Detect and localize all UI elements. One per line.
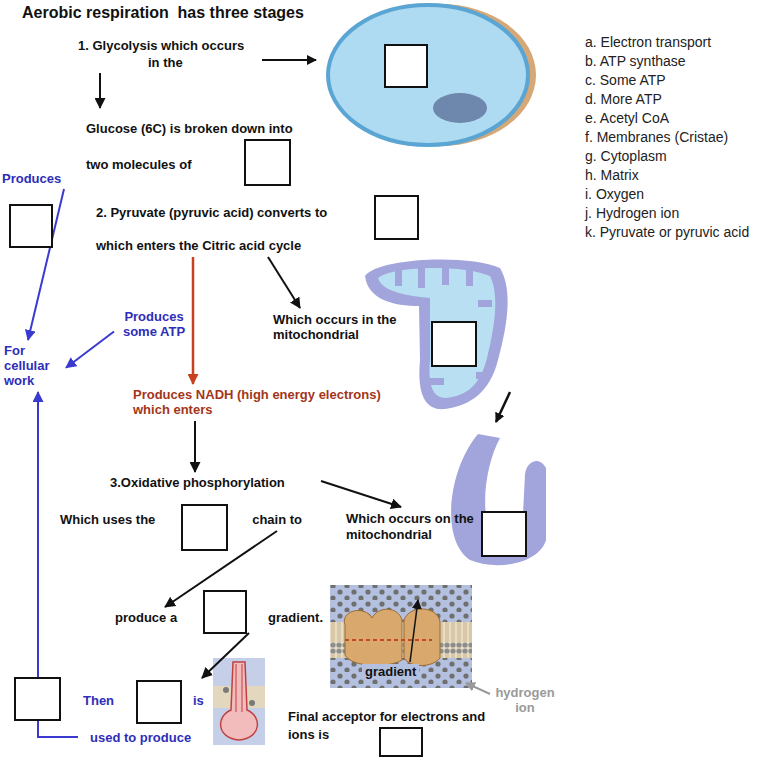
text-node: produce a gradient. bbox=[115, 610, 323, 626]
node-text: Which occurs on the mitochondrial bbox=[346, 511, 486, 543]
pointer-arrow bbox=[262, 59, 316, 61]
answer-box bbox=[245, 140, 290, 185]
part-label: gradient bbox=[362, 664, 419, 679]
atp-synthase-drawing bbox=[213, 658, 265, 745]
node-text: Which occurs in the mitochondrial bbox=[273, 312, 418, 342]
answer-box bbox=[380, 728, 422, 756]
node-text: produce a bbox=[115, 610, 177, 626]
part-label: hydrogen ion bbox=[488, 685, 562, 715]
text-node: Produces NADH (high energy electrons) wh… bbox=[133, 387, 418, 417]
text-node: Which uses the chain to bbox=[60, 512, 302, 528]
gradient-drawing bbox=[330, 585, 472, 688]
text-node: Produces bbox=[2, 171, 74, 187]
node-text: 2. Pyruvate (pyruvic acid) converts to bbox=[96, 205, 372, 221]
node-text: Which uses the bbox=[60, 512, 155, 528]
answer-option: c. Some ATP bbox=[585, 72, 666, 88]
mitochondrion-drawing bbox=[365, 260, 508, 410]
text-node: 2. Pyruvate (pyruvic acid) converts to wh… bbox=[96, 205, 372, 254]
node-text: is bbox=[193, 693, 204, 709]
node-text: Produces bbox=[2, 171, 74, 187]
node-text: chain to bbox=[252, 512, 302, 528]
answer-option: e. Acetyl CoA bbox=[585, 110, 669, 126]
node-text: which enters the Citric acid cycle bbox=[96, 238, 372, 254]
node-text: Final acceptor for electrons and ions is bbox=[288, 708, 488, 744]
node-text: used to produce bbox=[90, 730, 191, 746]
text-node: Which occurs in the mitochondrial bbox=[273, 312, 418, 342]
answer-box bbox=[10, 205, 52, 247]
text-node: Produces some ATP bbox=[116, 309, 192, 339]
node-text: Then bbox=[83, 693, 114, 709]
cell-drawing bbox=[328, 4, 536, 146]
text-node: 1. Glycolysis which occurs in the bbox=[78, 37, 248, 71]
node-text: Produces some ATP bbox=[116, 309, 192, 339]
answer-box bbox=[204, 591, 246, 633]
text-node: For cellular work bbox=[4, 343, 64, 388]
answer-box bbox=[482, 512, 526, 556]
answer-option: a. Electron transport bbox=[585, 34, 711, 50]
node-text: 1. Glycolysis which occurs in the bbox=[148, 37, 248, 71]
flow-arrow bbox=[268, 257, 300, 308]
flow-arrow bbox=[66, 332, 114, 368]
answer-box bbox=[432, 322, 476, 366]
pointer-arrow bbox=[466, 683, 490, 694]
answer-option: j. Hydrogen ion bbox=[585, 205, 679, 221]
answer-option: f. Membranes (Cristae) bbox=[585, 129, 728, 145]
flow-arrow bbox=[194, 421, 196, 472]
node-text: Produces NADH (high energy electrons) wh… bbox=[133, 387, 418, 417]
answer-option: b. ATP synthase bbox=[585, 53, 686, 69]
flow-arrow bbox=[321, 481, 401, 507]
text-node: Final acceptor for electrons and ions is bbox=[288, 708, 488, 744]
title: Aerobic respiration has three stages bbox=[22, 4, 304, 22]
answer-option: g. Cytoplasm bbox=[585, 148, 667, 164]
text-node: Then is used to produce bbox=[80, 680, 210, 748]
answer-option: d. More ATP bbox=[585, 91, 662, 107]
answer-box bbox=[375, 196, 418, 239]
answer-box bbox=[182, 505, 227, 550]
cristae-drawing bbox=[451, 434, 546, 565]
answer-box bbox=[137, 681, 181, 723]
node-text: For cellular work bbox=[4, 343, 64, 388]
answer-option: k. Pyruvate or pyruvic acid bbox=[585, 224, 749, 240]
node-text: gradient. bbox=[268, 610, 323, 626]
flow-arrow bbox=[202, 633, 249, 678]
answer-option: i. Oxygen bbox=[585, 186, 644, 202]
flow-arrow bbox=[192, 257, 195, 384]
node-text: Glucose (6C) is broken down into two mol… bbox=[86, 111, 298, 183]
answer-box bbox=[385, 45, 427, 87]
answer-box bbox=[15, 678, 60, 720]
node-text: 3.Oxidative phosphorylation bbox=[110, 475, 315, 491]
flow-arrow bbox=[99, 73, 101, 108]
answer-option: h. Matrix bbox=[585, 167, 639, 183]
text-node: 3.Oxidative phosphorylation bbox=[110, 475, 315, 491]
text-node: Which occurs on the mitochondrial bbox=[346, 511, 486, 543]
text-node: Glucose (6C) is broken down into two mol… bbox=[86, 111, 298, 183]
pointer-arrow bbox=[496, 392, 510, 422]
